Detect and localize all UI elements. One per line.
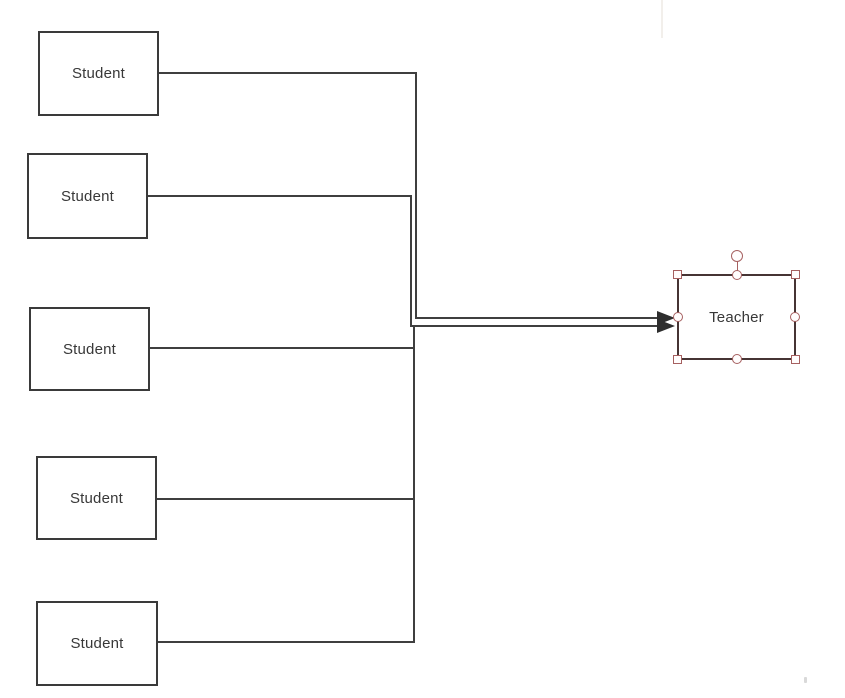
node-student-3[interactable]: Student [29, 307, 150, 391]
connection-handle-right[interactable] [790, 312, 800, 322]
rotate-handle-stem [736, 261, 738, 272]
node-student-4-label: Student [69, 489, 124, 507]
canvas-artifact-mark [804, 677, 807, 683]
connector-student-1-teacher[interactable] [159, 72, 660, 319]
page-boundary-line [661, 0, 663, 38]
node-student-2-label: Student [60, 187, 115, 205]
node-student-1[interactable]: Student [38, 31, 159, 116]
connection-handle-left[interactable] [673, 312, 683, 322]
connection-handle-bottom[interactable] [731, 354, 742, 364]
connection-handle-top[interactable] [731, 270, 742, 280]
connector-student-3-teacher[interactable] [150, 326, 415, 349]
connector-student-5-teacher[interactable] [158, 327, 415, 643]
node-student-5[interactable]: Student [36, 601, 158, 686]
node-teacher[interactable]: Teacher [673, 250, 800, 364]
node-teacher-label: Teacher [709, 308, 764, 326]
node-student-2[interactable]: Student [27, 153, 148, 239]
arrowhead-lower [657, 319, 675, 333]
resize-handle-top-right[interactable] [791, 270, 800, 279]
connector-student-2-teacher[interactable] [148, 195, 660, 327]
rotate-handle[interactable] [730, 250, 743, 262]
resize-handle-bottom-left[interactable] [673, 355, 682, 364]
resize-handle-bottom-right[interactable] [791, 355, 800, 364]
node-student-3-label: Student [62, 340, 117, 358]
resize-handle-top-left[interactable] [673, 270, 682, 279]
node-student-4[interactable]: Student [36, 456, 157, 540]
node-student-5-label: Student [70, 635, 124, 652]
node-student-1-label: Student [71, 65, 126, 82]
